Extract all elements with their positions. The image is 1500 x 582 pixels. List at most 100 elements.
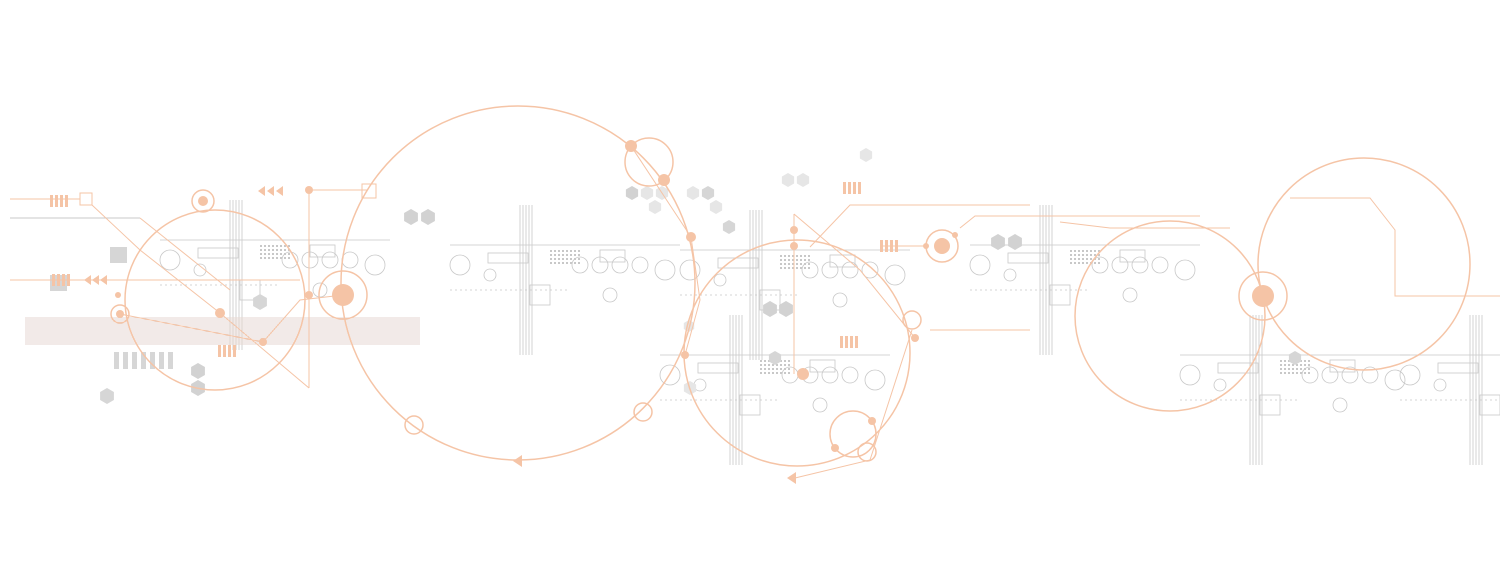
circuit-trace: [794, 329, 913, 479]
pin: [570, 254, 572, 256]
pin: [1074, 250, 1076, 252]
pin: [1308, 360, 1310, 362]
pin: [1094, 258, 1096, 260]
pin: [550, 262, 552, 264]
orange-circuit-lines: [10, 105, 1471, 484]
hexagon: [421, 209, 435, 225]
pin: [272, 249, 274, 251]
pin: [558, 258, 560, 260]
pin: [562, 262, 564, 264]
small-ring: [633, 402, 653, 422]
circuit-node-ring: [602, 287, 618, 303]
pin: [284, 257, 286, 259]
hexagon: [686, 186, 700, 200]
pin: [768, 368, 770, 370]
pin: [276, 257, 278, 259]
pin: [1078, 258, 1080, 260]
resistor-icon: [843, 182, 846, 194]
resistor-icon: [850, 336, 853, 348]
pin: [264, 253, 266, 255]
pin: [264, 249, 266, 251]
resistor-icon: [890, 240, 893, 252]
pin: [1086, 262, 1088, 264]
pin: [566, 262, 568, 264]
pin: [260, 257, 262, 259]
pin: [760, 360, 762, 362]
chip: [487, 252, 529, 264]
gray-bar: [132, 352, 137, 369]
pin: [272, 253, 274, 255]
pin: [1292, 364, 1294, 366]
circuit-node-ring: [659, 364, 681, 386]
arrow-icon: [267, 186, 274, 196]
node-dot: [868, 417, 876, 425]
circuit-node-ring: [1174, 259, 1196, 281]
pin: [268, 253, 270, 255]
chip: [1217, 362, 1259, 374]
hexagon: [768, 351, 782, 365]
circuit-node-ring: [449, 254, 471, 276]
pin: [1094, 250, 1096, 252]
pin: [578, 254, 580, 256]
pin: [1300, 372, 1302, 374]
chip: [1259, 394, 1281, 416]
resistor-icon: [855, 336, 858, 348]
pin: [764, 360, 766, 362]
pin: [764, 368, 766, 370]
pin: [1308, 368, 1310, 370]
hexagon: [781, 173, 795, 187]
pin: [1296, 368, 1298, 370]
resistor-icon: [228, 345, 231, 357]
pin: [1288, 372, 1290, 374]
pin: [558, 250, 560, 252]
pin: [1078, 262, 1080, 264]
node-dot: [952, 232, 958, 238]
pin: [780, 364, 782, 366]
circuit-node-ring: [1332, 397, 1348, 413]
pin: [760, 364, 762, 366]
pin: [792, 259, 794, 261]
resistor-icon: [62, 274, 65, 286]
pin: [1086, 258, 1088, 260]
node-dot: [1252, 285, 1274, 307]
pin: [1292, 368, 1294, 370]
pin: [1304, 364, 1306, 366]
circuit-board-pattern: [10, 197, 1500, 465]
pin: [264, 257, 266, 259]
circuit-node-ring: [821, 366, 839, 384]
circuit-node-ring: [571, 256, 589, 274]
pin: [780, 368, 782, 370]
pin: [772, 372, 774, 374]
chip: [739, 394, 761, 416]
orbit-ring: [124, 209, 306, 391]
orbit-ring: [1257, 157, 1471, 371]
pin: [280, 245, 282, 247]
pin: [788, 259, 790, 261]
pin: [1070, 258, 1072, 260]
pin: [578, 262, 580, 264]
pin: [1284, 360, 1286, 362]
circuit-node-ring: [364, 254, 386, 276]
pin: [800, 267, 802, 269]
resistor-icon: [218, 345, 221, 357]
pin: [562, 250, 564, 252]
pin: [1090, 258, 1092, 260]
pin: [280, 249, 282, 251]
pin: [784, 267, 786, 269]
resistor-icon: [50, 195, 53, 207]
pin: [1304, 360, 1306, 362]
resistor-icon: [57, 274, 60, 286]
circuit-trace: [262, 294, 344, 343]
pin: [566, 258, 568, 260]
hexagon: [779, 301, 793, 317]
pin: [1284, 364, 1286, 366]
circuit-node-ring: [483, 268, 497, 282]
circuit-trace: [91, 204, 310, 389]
pin: [1280, 368, 1282, 370]
resistor-icon: [895, 240, 898, 252]
circuit-node-ring: [611, 256, 629, 274]
pin: [1094, 262, 1096, 264]
circuit-trace: [809, 204, 1030, 248]
pin: [1070, 254, 1072, 256]
hexagon: [625, 186, 639, 200]
